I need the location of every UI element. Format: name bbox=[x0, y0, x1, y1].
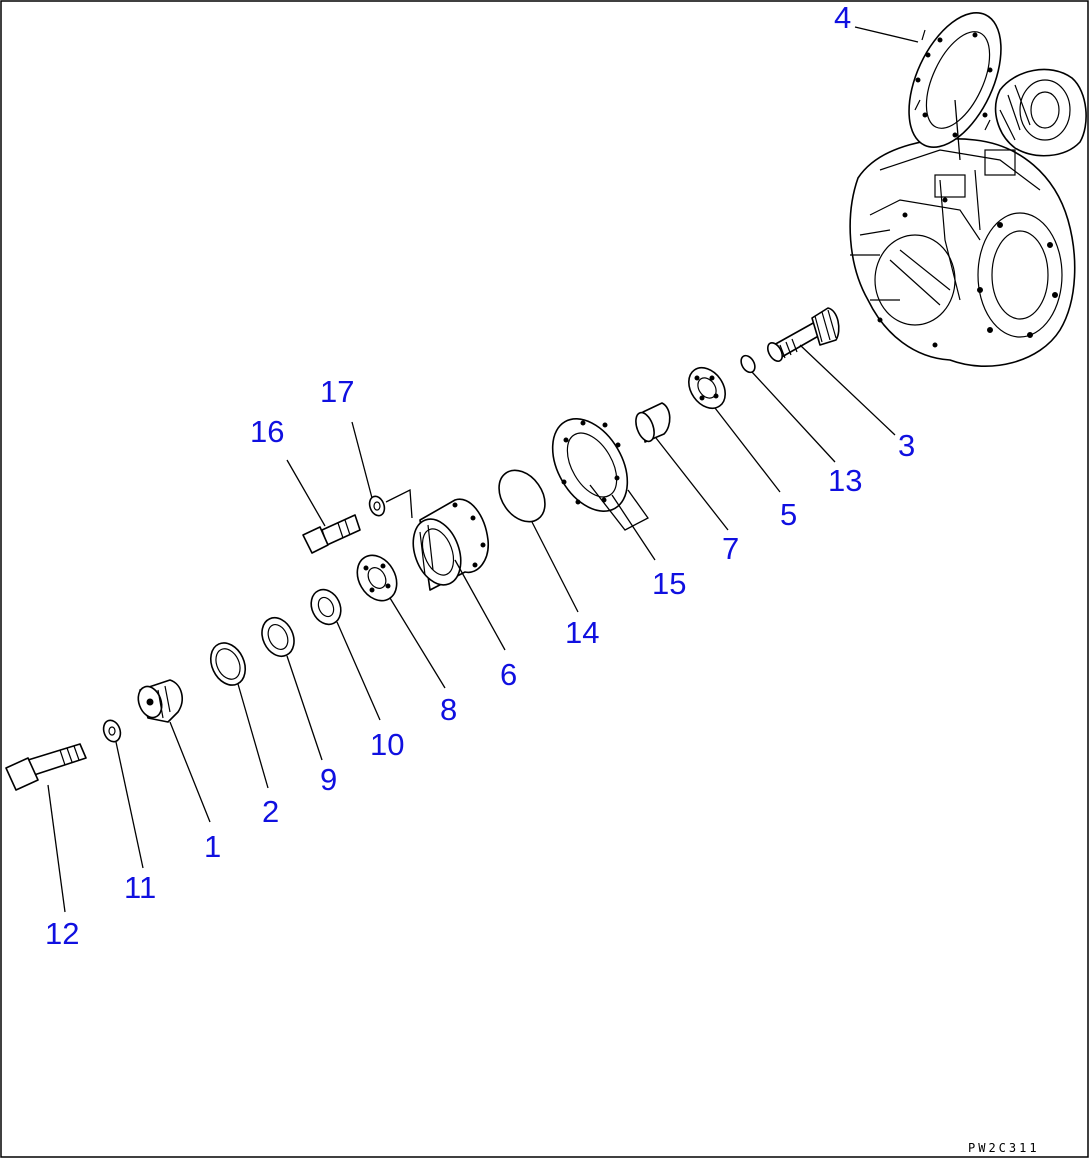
callout-5: 5 bbox=[780, 497, 797, 532]
leader-11 bbox=[115, 741, 144, 869]
leader-14 bbox=[531, 521, 579, 613]
part-4-ring-gear bbox=[908, 11, 1002, 161]
part-5-bearing bbox=[688, 366, 726, 410]
callout-8: 8 bbox=[440, 692, 457, 727]
leader-13 bbox=[751, 371, 836, 463]
part-14-o-ring bbox=[498, 469, 546, 523]
callout-2: 2 bbox=[262, 794, 279, 829]
leader-8 bbox=[389, 597, 446, 689]
part-9-seal bbox=[261, 616, 295, 658]
part-16-bolt bbox=[302, 514, 361, 554]
leader-lines bbox=[47, 26, 919, 913]
callout-11: 11 bbox=[124, 870, 156, 905]
part-7-bearing-cup bbox=[635, 402, 671, 443]
callout-16: 16 bbox=[250, 414, 284, 449]
part-10-spacer bbox=[310, 588, 342, 626]
part-17-washer bbox=[368, 488, 413, 519]
leader-1 bbox=[169, 721, 211, 823]
part-6-cage bbox=[412, 498, 489, 591]
part-8-bearing bbox=[356, 554, 398, 602]
axle-housing bbox=[849, 137, 1076, 367]
callout-7: 7 bbox=[722, 531, 739, 566]
callout-15: 15 bbox=[652, 566, 686, 601]
leader-5 bbox=[714, 407, 781, 493]
leader-12 bbox=[47, 784, 66, 913]
differential-assembly bbox=[994, 68, 1087, 157]
leader-16 bbox=[286, 459, 326, 527]
callout-3: 3 bbox=[898, 428, 915, 463]
callout-1: 1 bbox=[204, 829, 221, 864]
part-2-dust-seal bbox=[209, 642, 247, 686]
callout-13: 13 bbox=[828, 463, 862, 498]
part-3-pinion-shaft bbox=[766, 307, 840, 362]
callout-17: 17 bbox=[320, 374, 354, 409]
leader-17 bbox=[351, 421, 373, 499]
part-15-shim bbox=[551, 418, 649, 531]
part-1-coupling bbox=[137, 679, 183, 723]
callout-6: 6 bbox=[500, 657, 517, 692]
leader-9 bbox=[286, 655, 323, 761]
callout-12: 12 bbox=[45, 916, 79, 951]
leader-15 bbox=[611, 494, 656, 561]
callout-14: 14 bbox=[565, 615, 599, 650]
leader-4 bbox=[854, 26, 919, 43]
leader-2 bbox=[237, 683, 269, 789]
part-12-bolt bbox=[5, 743, 87, 791]
leader-7 bbox=[655, 437, 729, 531]
callout-9: 9 bbox=[320, 762, 337, 797]
drawing-code: PW2C311 bbox=[968, 1141, 1040, 1155]
leader-10 bbox=[336, 621, 381, 721]
part-13-o-ring bbox=[740, 354, 756, 374]
callout-4: 4 bbox=[834, 0, 851, 35]
leader-3 bbox=[799, 344, 896, 436]
callouts: 4 3 13 5 7 15 14 6 17 16 8 10 9 2 1 11 1… bbox=[45, 0, 915, 951]
part-11-washer bbox=[102, 719, 122, 743]
leader-6 bbox=[454, 559, 506, 651]
callout-10: 10 bbox=[370, 727, 404, 762]
